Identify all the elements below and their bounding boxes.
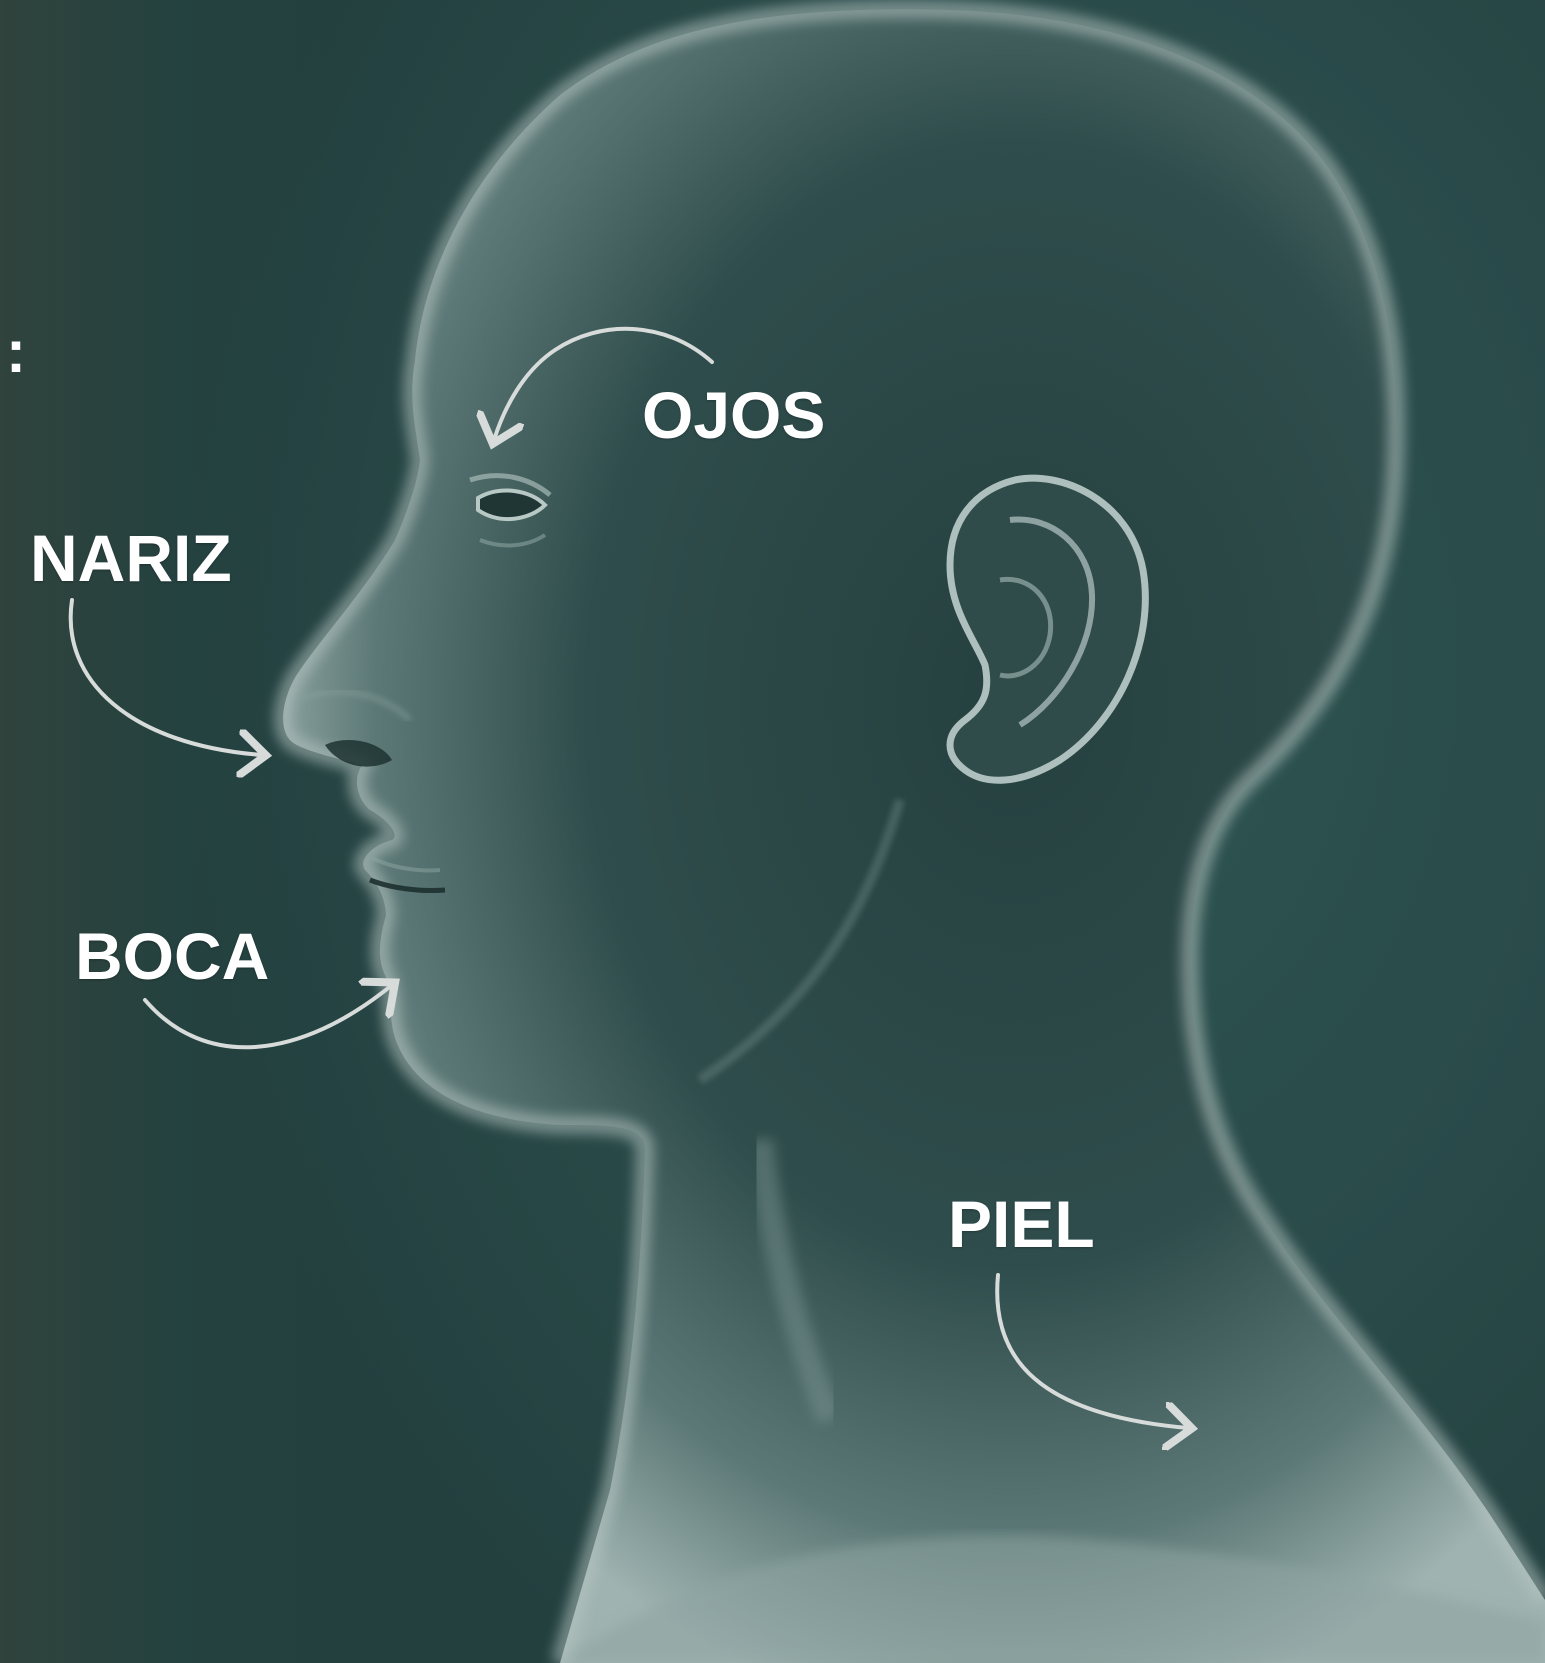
- head-silhouette: [283, 9, 1545, 1663]
- label-ojos: OJOS: [642, 382, 825, 448]
- boca-arrow: [145, 985, 392, 1047]
- label-nariz: NARIZ: [30, 525, 232, 591]
- edge-text-fragment: :: [6, 322, 26, 382]
- label-piel: PIEL: [948, 1191, 1095, 1257]
- label-boca: BOCA: [75, 923, 269, 989]
- nariz-arrow: [71, 600, 262, 755]
